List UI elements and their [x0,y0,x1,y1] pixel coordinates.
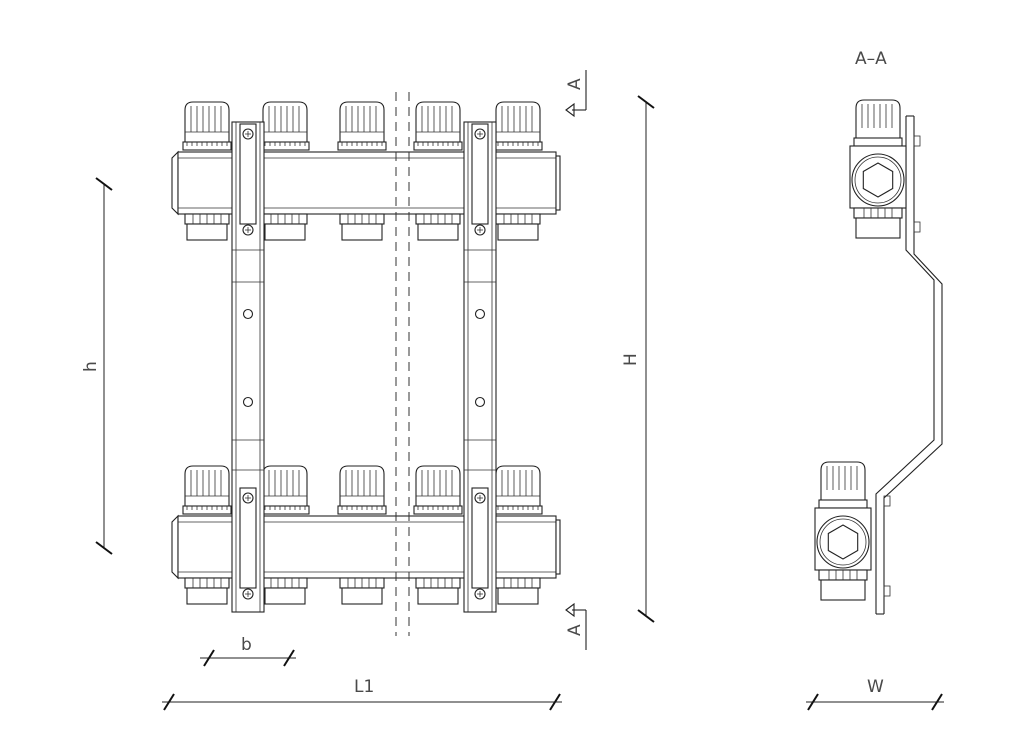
valve-6 [337,465,387,515]
dimension-W-label: W [867,677,884,697]
section-marker-bottom: A [565,602,587,650]
valve-7 [413,101,463,151]
dimension-H-label: H [621,353,641,366]
front-view: A A h H b [81,70,655,711]
outlet-5 [339,213,385,241]
valve-9 [493,101,543,151]
dimension-h-label: h [81,361,101,372]
outlet-1 [184,213,230,241]
valve-2 [182,465,232,515]
valve-set [182,101,543,605]
outlet-10 [495,577,541,605]
dimension-b: b [200,635,296,667]
section-marker-bottom-label: A [565,624,585,636]
valve-10 [493,465,543,515]
valve-3 [260,101,310,151]
break-lines [395,92,410,636]
side-bracket [875,115,943,615]
dimension-b-label: b [241,635,252,655]
dimension-L1-label: L1 [354,677,374,697]
dimension-L1: L1 [162,677,562,711]
section-marker-top: A [565,70,587,118]
valve-5 [337,101,387,151]
clamp-1 [239,123,257,236]
dimension-H: H [621,95,655,623]
bar-clamps [239,123,489,600]
outlet-6 [339,577,385,605]
outlet-7 [415,213,461,241]
side-valve-units [814,99,907,601]
clamp-2 [239,487,257,600]
manifold-bar-2 [171,514,561,580]
outlet-9 [495,213,541,241]
clamp-3 [471,123,489,236]
outlet-4 [262,577,308,605]
outlet-2 [184,577,230,605]
outlet-3 [262,213,308,241]
manifold-bar-1 [171,150,561,216]
side-unit-1 [849,99,907,239]
section-marker-top-label: A [565,78,585,90]
valve-4 [260,465,310,515]
dimension-h: h [81,177,113,555]
valve-8 [413,465,463,515]
section-title: A–A [855,49,887,69]
valve-1 [182,101,232,151]
clamp-4 [471,487,489,600]
dimension-W: W [806,677,944,711]
outlet-8 [415,577,461,605]
side-view: A–A W [806,49,944,711]
side-unit-2 [814,461,872,601]
